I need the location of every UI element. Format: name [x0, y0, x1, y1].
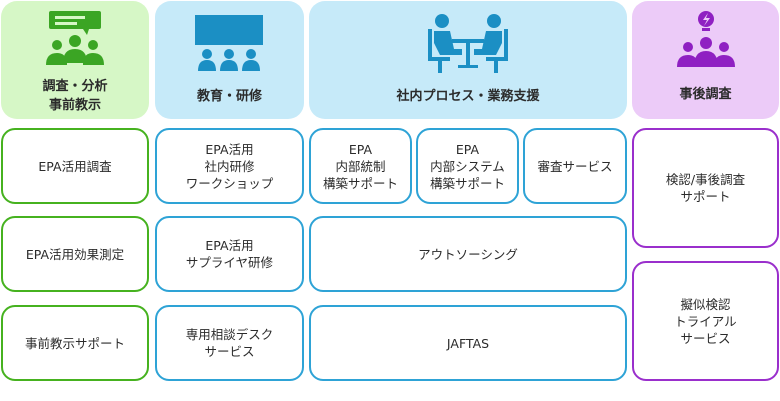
header-post-label: 事後調査: [679, 87, 732, 102]
epa-survey-box[interactable]: EPA活用調査: [1, 128, 149, 204]
header-research: 調査・分析 事前教示: [1, 1, 149, 119]
epa-workshop-box[interactable]: EPA活用 社内研修 ワークショップ: [155, 128, 304, 204]
mock-trial-box[interactable]: 擬似検認 トライアル サービス: [632, 261, 779, 381]
header-post: 事後調査: [632, 1, 779, 119]
outsourcing-box[interactable]: アウトソーシング: [309, 216, 627, 292]
jaftas-box[interactable]: JAFTAS: [309, 305, 627, 381]
header-education: 教育・研修: [155, 1, 304, 119]
header-operations: 社内プロセス・業務支援: [309, 1, 627, 119]
team-chat-icon: [46, 11, 104, 65]
epa-system-box[interactable]: EPA 内部システム 構築サポート: [416, 128, 519, 204]
header-operations-label: 社内プロセス・業務支援: [396, 89, 540, 104]
presentation-audience-icon: [195, 15, 263, 71]
help-desk-box[interactable]: 専用相談デスク サービス: [155, 305, 304, 381]
epa-control-box[interactable]: EPA 内部統制 構築サポート: [309, 128, 412, 204]
epa-effect-box[interactable]: EPA活用効果測定: [1, 216, 149, 292]
pre-support-box[interactable]: 事前教示サポート: [1, 305, 149, 381]
epa-supplier-box[interactable]: EPA活用 サプライヤ研修: [155, 216, 304, 292]
idea-team-icon: [677, 11, 735, 67]
header-education-label: 教育・研修: [196, 89, 262, 104]
meeting-table-icon: [428, 14, 508, 73]
verification-box[interactable]: 検認/事後調査 サポート: [632, 128, 779, 248]
header-research-label: 調査・分析 事前教示: [42, 79, 108, 113]
audit-service-box[interactable]: 審査サービス: [523, 128, 627, 204]
